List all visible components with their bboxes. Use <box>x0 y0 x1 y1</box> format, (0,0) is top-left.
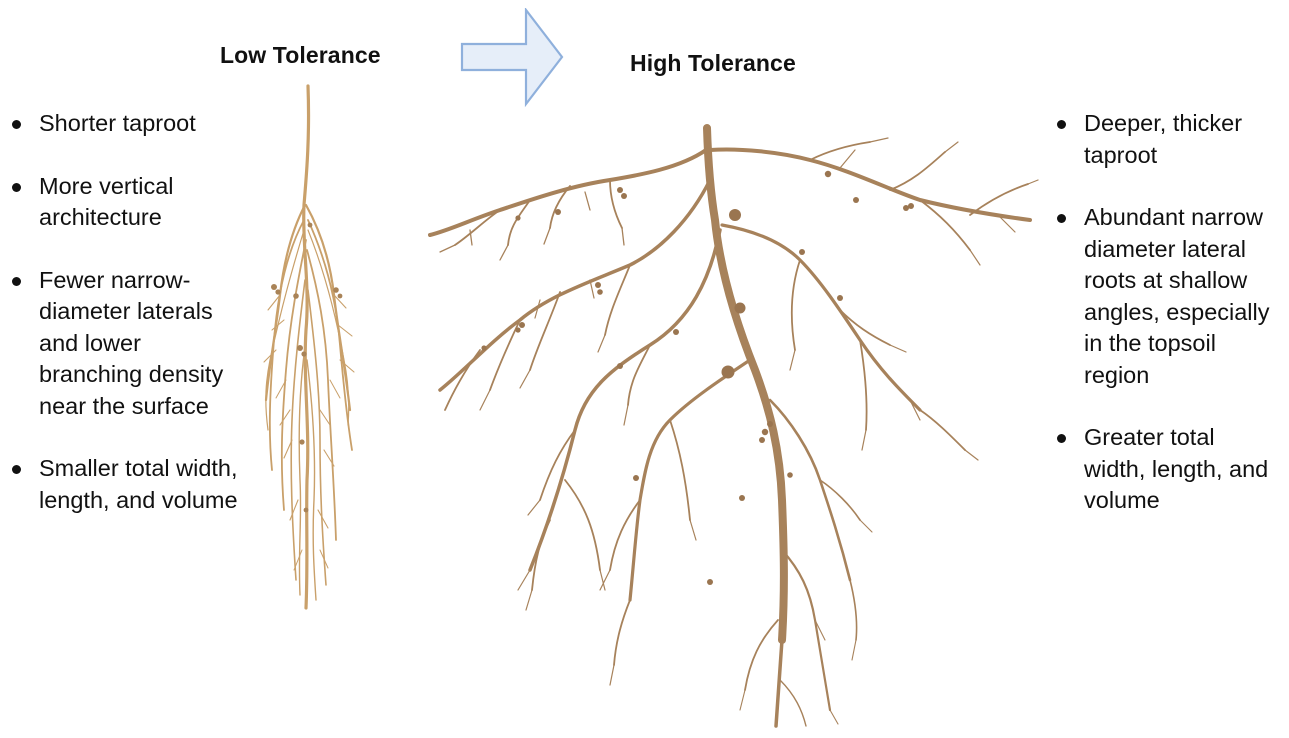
high-trait-item: Greater total width, length, and volume <box>1056 422 1281 517</box>
high-tolerance-traits: Deeper, thicker taproot Abundant narrow … <box>1056 108 1281 548</box>
low-trait-item: Shorter taproot <box>11 108 241 140</box>
low-tolerance-title: Low Tolerance <box>220 42 381 69</box>
high-tolerance-root-illustration <box>410 120 1050 732</box>
low-tolerance-root-illustration <box>240 80 380 615</box>
right-arrow-icon <box>460 8 566 108</box>
low-trait-item: More vertical architecture <box>11 171 241 234</box>
low-trait-item: Fewer narrow-diameter laterals and lower… <box>11 265 241 423</box>
low-tolerance-traits: Shorter taproot More vertical architectu… <box>11 108 241 547</box>
low-trait-item: Smaller total width, length, and volume <box>11 453 241 516</box>
high-tolerance-title: High Tolerance <box>630 50 796 77</box>
high-trait-item: Abundant narrow diameter lateral roots a… <box>1056 202 1281 391</box>
high-trait-item: Deeper, thicker taproot <box>1056 108 1281 171</box>
